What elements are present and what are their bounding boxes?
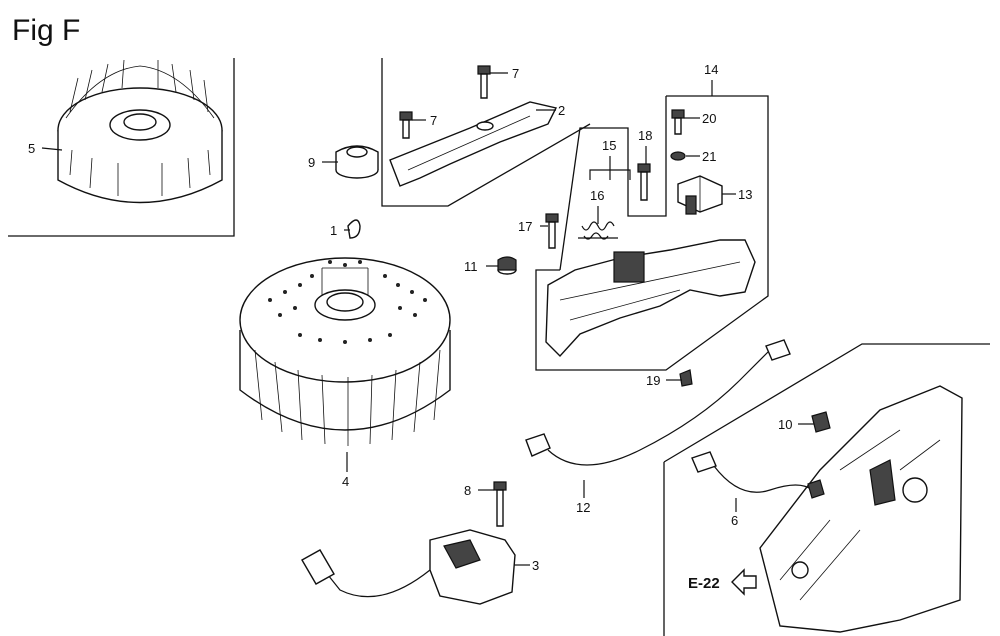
callout-5: 5	[28, 141, 35, 156]
cross-reference-label[interactable]: E-22	[688, 575, 720, 592]
callout-1: 1	[330, 223, 337, 238]
woodruff-key-part-1[interactable]	[347, 219, 361, 239]
ignition-bracket-part-14[interactable]	[545, 239, 756, 358]
inset-frame-cover	[381, 58, 591, 207]
callout-13: 13	[738, 187, 752, 202]
wire-part-12[interactable]	[525, 339, 791, 466]
callout-11: 11	[464, 259, 478, 274]
bolt-part-17[interactable]	[545, 213, 559, 249]
bolt-part-7-upper[interactable]	[477, 65, 491, 99]
callout-15: 15	[602, 138, 616, 153]
leader-lines	[41, 72, 814, 566]
callout-6: 6	[731, 513, 738, 528]
flywheel-alt-part-5[interactable]	[57, 59, 223, 204]
nut-part-11[interactable]	[497, 256, 517, 275]
callout-7b: 7	[430, 113, 437, 128]
bolt-part-7-lower[interactable]	[399, 111, 413, 139]
callout-2: 2	[558, 103, 565, 118]
clip-part-19[interactable]	[679, 369, 693, 387]
callout-7a: 7	[512, 66, 519, 81]
spring-part-16[interactable]	[578, 221, 618, 240]
callout-10: 10	[778, 417, 792, 432]
callout-3: 3	[532, 558, 539, 573]
callout-12: 12	[576, 500, 590, 515]
flywheel-part-4[interactable]	[239, 257, 451, 446]
inset-frame-left	[8, 58, 235, 237]
callout-14: 14	[704, 62, 718, 77]
callout-8: 8	[464, 483, 471, 498]
bolt-part-18[interactable]	[637, 163, 651, 201]
bracket-frame-14	[535, 95, 769, 371]
callout-9: 9	[308, 155, 315, 170]
screw-part-20[interactable]	[671, 109, 685, 135]
washer-part-21[interactable]	[670, 151, 686, 161]
callout-21: 21	[702, 149, 716, 164]
flywheel-vent-holes	[268, 260, 427, 344]
cover-plate-part-2[interactable]	[389, 101, 558, 187]
inset-frame-bottom-right	[663, 343, 990, 636]
figure-title: Fig F	[12, 14, 81, 47]
left-arrow-icon[interactable]	[731, 568, 757, 596]
switch-part-13[interactable]	[677, 175, 723, 215]
callout-18: 18	[638, 128, 652, 143]
clip-part-10[interactable]	[811, 411, 831, 433]
nut-part-9[interactable]	[335, 145, 379, 179]
callout-19: 19	[646, 373, 660, 388]
engine-plate[interactable]	[759, 385, 963, 633]
callout-17: 17	[518, 219, 532, 234]
callout-20: 20	[702, 111, 716, 126]
wire-part-6[interactable]	[691, 451, 825, 499]
callout-16: 16	[590, 188, 604, 203]
callout-4: 4	[342, 474, 349, 489]
bolt-part-8[interactable]	[493, 481, 507, 527]
ignition-coil-part-3[interactable]	[301, 529, 516, 605]
